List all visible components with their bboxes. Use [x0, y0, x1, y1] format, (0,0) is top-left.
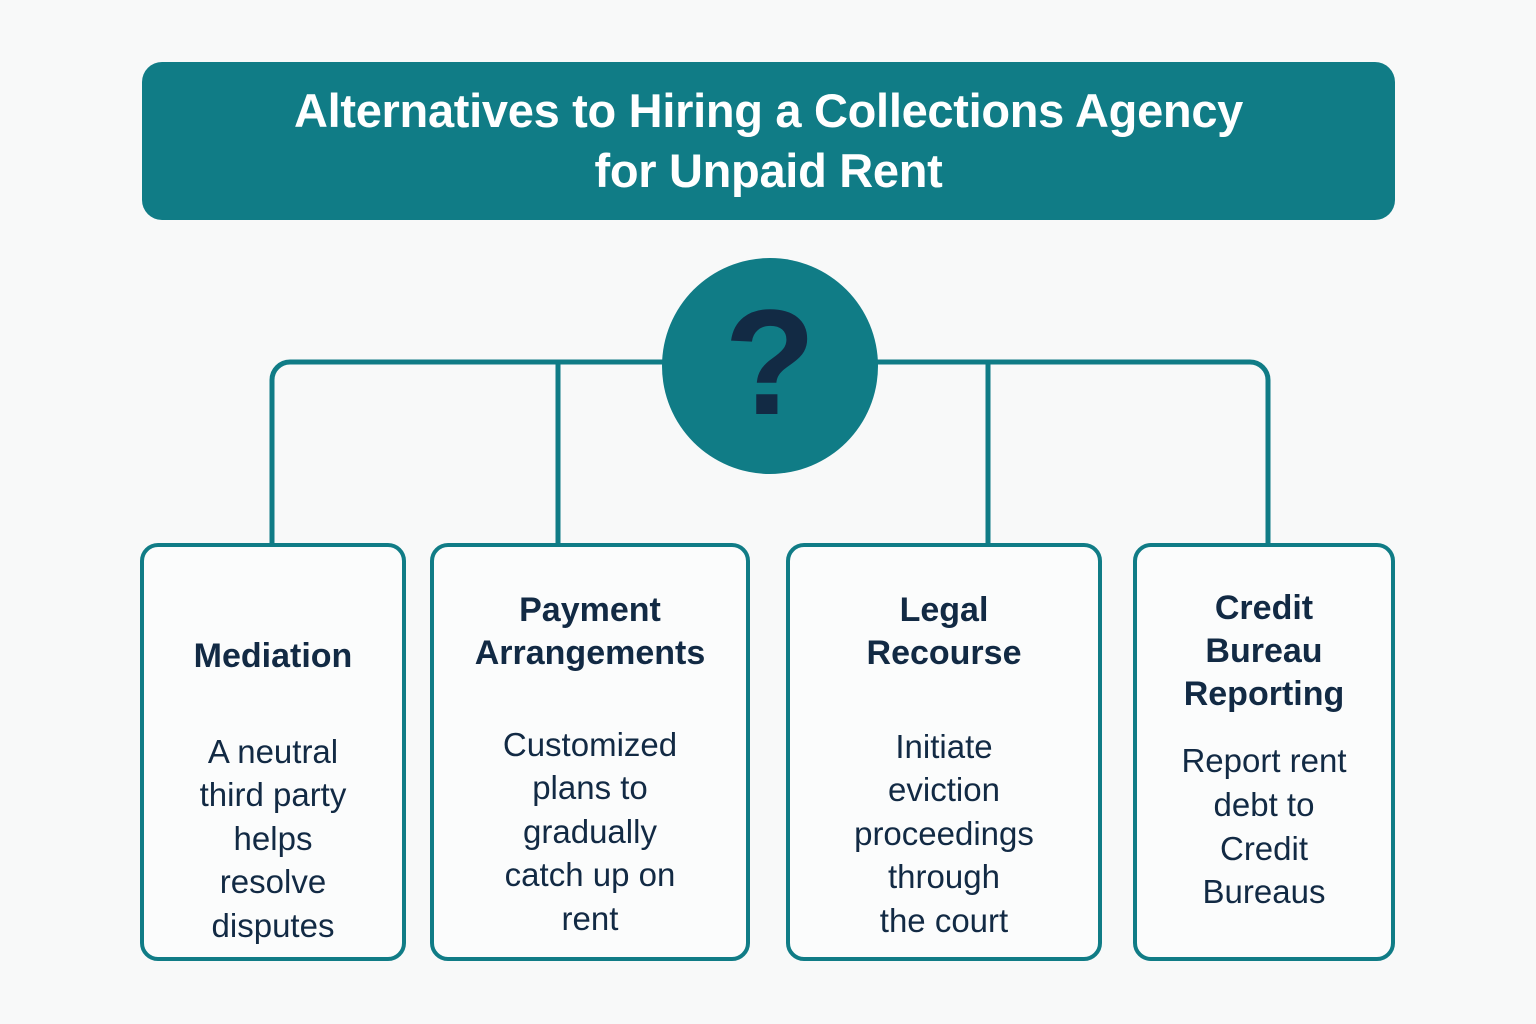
title-banner: Alternatives to Hiring a Collections Age… — [142, 62, 1395, 220]
card-title: Legal Recourse — [866, 591, 1022, 672]
card-body: Report rent debt to Credit Bureaus — [1181, 742, 1347, 911]
question-mark-icon: ? — [724, 278, 816, 446]
hub-node: ? — [662, 258, 878, 474]
card-title: Payment Arrangements — [474, 591, 706, 672]
card-body: A neutral third party helps resolve disp… — [199, 732, 347, 945]
card-title: Mediation — [193, 637, 353, 675]
card-credit-bureau-reporting[interactable]: Credit Bureau Reporting Report rent debt… — [1133, 543, 1395, 961]
connector-branch-1 — [269, 359, 558, 543]
card-body: Initiate eviction proceedings through th… — [854, 727, 1034, 939]
card-payment-arrangements[interactable]: Payment Arrangements Customized plans to… — [430, 543, 750, 961]
card-body: Customized plans to gradually catch up o… — [502, 725, 678, 937]
card-mediation[interactable]: Mediation A neutral third party helps re… — [140, 543, 406, 961]
page-title: Alternatives to Hiring a Collections Age… — [293, 83, 1244, 197]
connector-branch-4 — [988, 359, 1271, 543]
card-legal-recourse[interactable]: Legal Recourse Initiate eviction proceed… — [786, 543, 1102, 961]
card-title: Credit Bureau Reporting — [1183, 589, 1345, 713]
